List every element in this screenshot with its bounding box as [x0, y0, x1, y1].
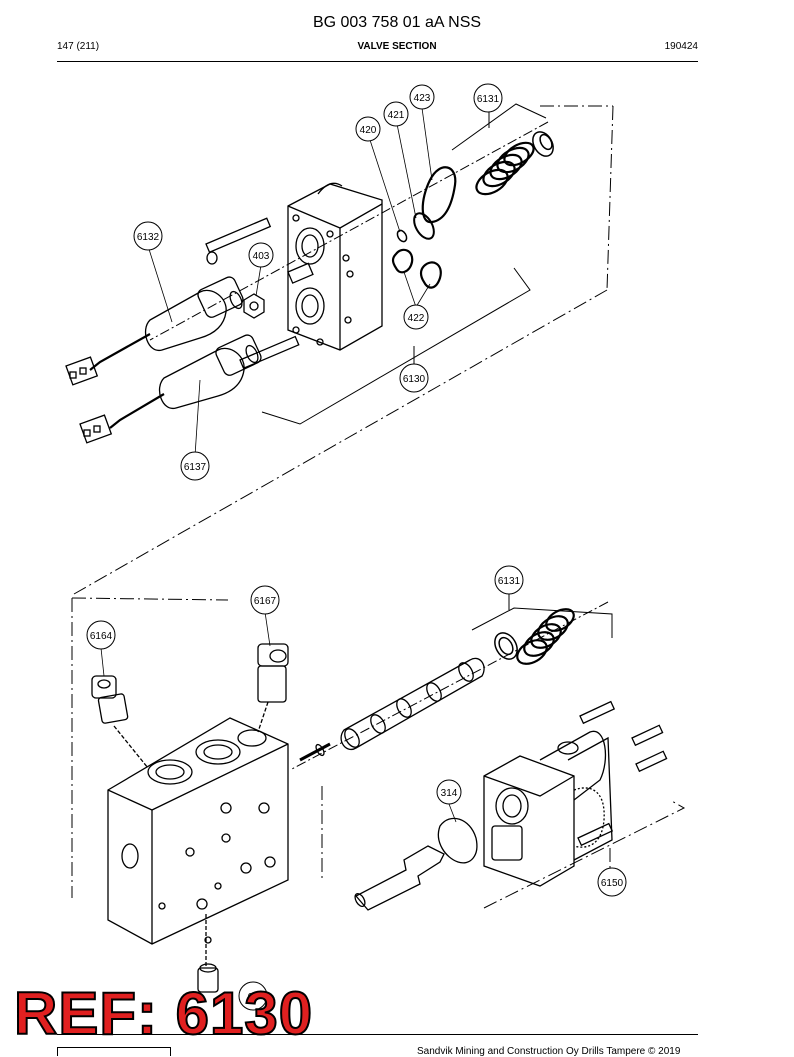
section-title: VALVE SECTION	[357, 41, 437, 52]
callout-label: 403	[253, 251, 270, 262]
callout-420: 420	[355, 116, 381, 142]
spring-top	[475, 141, 535, 196]
footer-copyright: Sandvik Mining and Construction Oy Drill…	[417, 1046, 681, 1057]
callout-label: 421	[388, 110, 405, 121]
spring-bottom	[516, 608, 575, 665]
date-code: 190424	[664, 41, 698, 52]
seal-420	[396, 229, 408, 243]
callout-422: 422	[403, 304, 429, 330]
callout-61x: 61	[238, 981, 268, 1011]
assembly-frame-top	[73, 105, 614, 595]
callout-label: 6164	[90, 631, 113, 642]
leader-lines-top	[147, 107, 433, 457]
callout-423: 423	[409, 84, 435, 110]
callout-label: 6132	[137, 232, 160, 243]
callout-6164: 6164	[86, 620, 116, 650]
callout-6137: 6137	[180, 451, 210, 481]
cartridge-6167	[257, 643, 289, 733]
reference-banner: REF: 6130	[13, 980, 314, 1047]
spring-washer-top	[532, 131, 554, 157]
fitting-403	[243, 262, 314, 319]
footer-rule	[57, 1034, 698, 1035]
document-title: BG 003 758 01 aA NSS	[312, 14, 482, 31]
callout-label: 6131	[477, 94, 500, 105]
callout-6167: 6167	[250, 585, 280, 615]
company-logo	[57, 1047, 171, 1056]
callout-label: 314	[441, 788, 458, 799]
callout-label: 423	[414, 93, 431, 104]
callouts: 423 421 420 6131 6132 403 422 6130 6137 …	[86, 83, 627, 1011]
callout-label: 61	[247, 992, 259, 1003]
solenoid-6137	[79, 334, 300, 444]
bolts-6150	[577, 700, 668, 847]
valve-block-bottom	[107, 717, 289, 945]
axis-line-top	[149, 121, 549, 341]
callout-421: 421	[383, 101, 409, 127]
bracket-6131-top	[451, 103, 547, 151]
valve-block-top	[287, 182, 383, 351]
callout-label: 6131	[498, 576, 521, 587]
leader-lines-bottom	[100, 611, 457, 823]
callout-6131-top: 6131	[473, 83, 503, 113]
callout-6131-bottom: 6131	[494, 565, 524, 595]
callout-6132: 6132	[133, 221, 163, 251]
bracket-6131-bottom	[471, 592, 613, 638]
callout-6130: 6130	[399, 363, 429, 393]
callout-label: 422	[408, 313, 425, 324]
bolt-top	[205, 217, 272, 265]
callout-403: 403	[248, 242, 274, 268]
plug-bottom	[197, 914, 219, 993]
cartridge-6164	[91, 675, 149, 769]
seal-422	[391, 248, 442, 289]
bracket-6130	[261, 267, 531, 425]
seal-423	[421, 166, 457, 224]
callout-label: 420	[360, 125, 377, 136]
actuator-6150	[483, 730, 613, 887]
callout-6150: 6150	[597, 867, 627, 897]
seal-314	[437, 817, 478, 864]
spring-washer-bottom	[494, 632, 518, 660]
page-number: 147 (211)	[57, 41, 100, 52]
callout-label: 6137	[184, 462, 207, 473]
spool	[299, 657, 485, 762]
callout-label: 6150	[601, 878, 624, 889]
solenoid-6132	[65, 276, 244, 386]
assembly-frame-bottom	[71, 597, 229, 898]
link-rod	[354, 845, 445, 911]
bracket-6150	[321, 786, 686, 909]
callout-314: 314	[436, 779, 462, 805]
seal-421	[413, 212, 435, 240]
callout-label: 6167	[254, 596, 277, 607]
header-rule	[57, 61, 698, 62]
callout-label: 6130	[403, 374, 426, 385]
